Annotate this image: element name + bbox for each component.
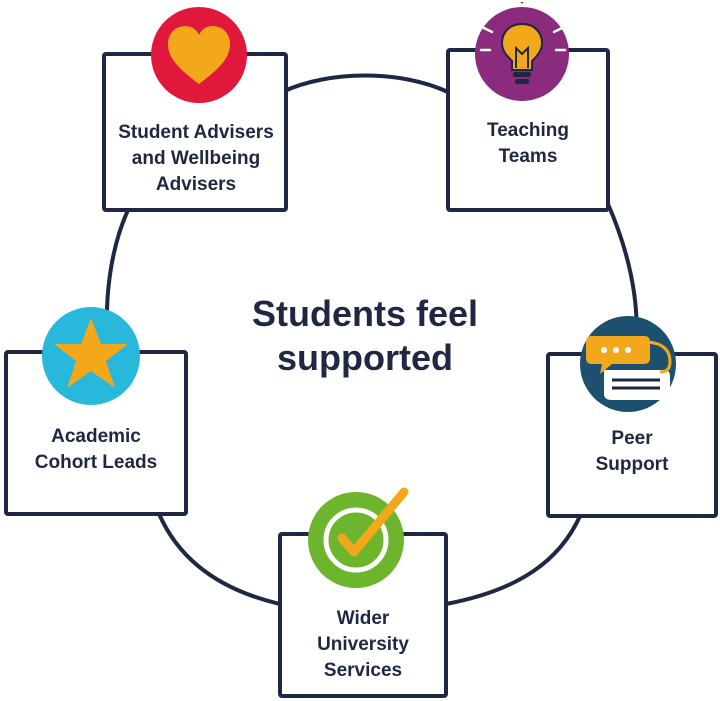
heart-icon	[151, 7, 247, 103]
label-line: and Wellbeing	[131, 148, 261, 169]
label-line: Teaching	[487, 120, 569, 141]
label-line: Wider	[336, 608, 390, 629]
label-peer-support: Peer Support	[548, 426, 716, 478]
label-line: Peer	[611, 428, 653, 449]
label-academic-cohort-leads: Academic Cohort Leads	[6, 424, 186, 476]
card-peer-support	[546, 352, 718, 518]
checkmark-icon	[308, 487, 409, 588]
label-line: Cohort Leads	[34, 452, 158, 473]
label-line: Support	[595, 454, 669, 475]
label-line: Advisers	[155, 174, 237, 195]
center-title: Students feel supported	[210, 292, 520, 380]
label-teaching-teams: Teaching Teams	[448, 118, 608, 170]
center-title-line-1: Students feel	[251, 293, 479, 334]
label-line: University	[317, 634, 409, 655]
center-title-line-2: supported	[277, 337, 453, 378]
label-student-advisers: Student Advisers and Wellbeing Advisers	[104, 120, 288, 198]
chat-bubbles-icon	[580, 316, 676, 412]
label-line: Academic	[51, 426, 141, 447]
lightbulb-icon	[475, 2, 569, 101]
label-line: Teams	[498, 146, 558, 167]
label-line: Student Advisers	[118, 122, 274, 143]
label-wider-university-services: Wider University Services	[280, 606, 446, 684]
label-line: Services	[323, 660, 403, 681]
star-icon	[42, 307, 140, 405]
